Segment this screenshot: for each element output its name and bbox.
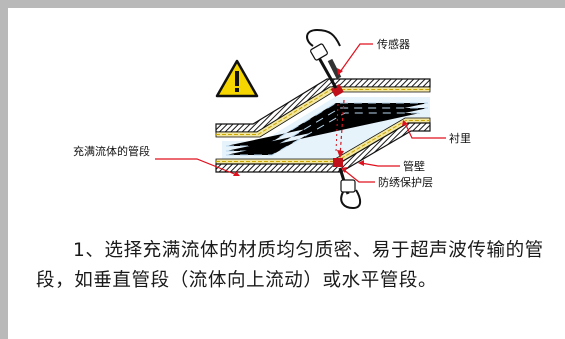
pipe-wall-bottom (215, 122, 431, 173)
label-sensor: 传感器 (377, 38, 410, 51)
leader-anticorrosion (343, 169, 375, 183)
label-pipe-wall: 管壁 (403, 159, 425, 173)
label-full-pipe: 充满流体的管段 (73, 144, 150, 158)
leader-pipe-wall (360, 162, 400, 167)
sensor-pad-bottom (333, 158, 343, 167)
top-transducer-icon (306, 28, 342, 89)
bottom-transducer-icon (338, 167, 362, 210)
leader-full-pipe (155, 158, 238, 176)
flow-dashes (226, 102, 428, 156)
label-liner: 衬里 (449, 132, 471, 145)
warning-triangle-icon (215, 59, 259, 98)
leader-sensor (339, 43, 373, 73)
label-anticorrosion: 防绣保护层 (378, 175, 433, 189)
pipe-diagram: 传感器 充满流体的管段 衬里 管壁 防绣保护层 (73, 28, 471, 210)
liner-top (215, 86, 431, 138)
caption-text: 1、选择充满流体的材质均匀质密、易于超声波传输的管段，如垂直管段（流体向上流动）… (36, 240, 544, 291)
leader-lines (155, 43, 446, 183)
leader-liner (404, 122, 446, 139)
